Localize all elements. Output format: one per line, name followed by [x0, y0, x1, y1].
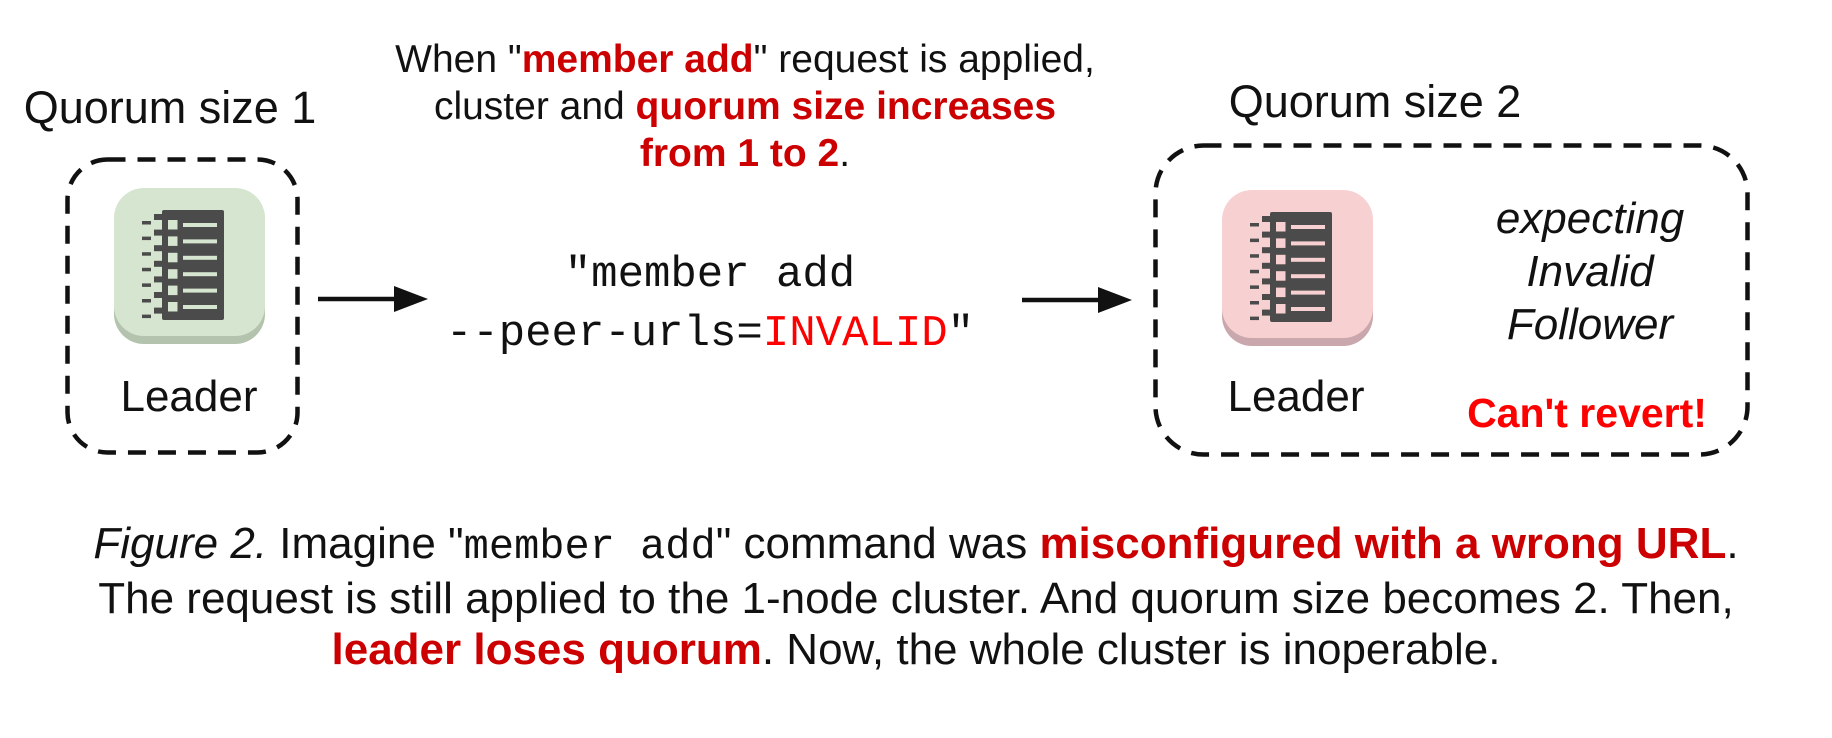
caption-text: " command was [715, 519, 1040, 568]
member-add-command: "member add --peer-urls=INVALID" [410, 246, 1010, 364]
figure-label: Figure 2. [93, 519, 268, 568]
arrow-right-icon [318, 286, 428, 312]
command-peer-urls: --peer-urls= [445, 309, 763, 359]
annotation-text: When " [395, 38, 522, 81]
annotation-text: cluster and [433, 85, 636, 128]
ledger-icon [142, 210, 224, 320]
caption-line-1: Figure 2. Imagine "member add" command w… [0, 518, 1832, 573]
caption-em-misconfigured: misconfigured with a wrong URL [1039, 519, 1727, 568]
left-leader-label: Leader [120, 372, 258, 421]
cant-revert-warning: Can't revert! [1467, 390, 1707, 436]
annotation-em-member-add: member add [521, 38, 754, 81]
ledger-icon [1250, 212, 1332, 322]
caption-text: Imagine " [267, 519, 464, 568]
left-cluster-boundary [65, 157, 300, 455]
leader-node-icon [1222, 190, 1373, 338]
leader-node-icon [114, 188, 265, 336]
caption-text: . [1726, 519, 1739, 568]
right-cluster-boundary [1153, 143, 1750, 457]
caption-mono-member-add: member add [463, 523, 716, 571]
annotation-text: . [839, 132, 851, 175]
annotation-em-from-1-to-2: from 1 to 2 [639, 132, 840, 175]
command-line-2: --peer-urls=INVALID" [410, 305, 1010, 364]
member-add-annotation: When "member add" request is applied, cl… [395, 36, 1095, 177]
expect-line: expecting [1495, 194, 1685, 243]
right-leader-label: Leader [1227, 372, 1365, 421]
caption-em-leader-loses-quorum: leader loses quorum [331, 625, 762, 674]
right-cluster-title: Quorum size 2 [1228, 76, 1522, 127]
caption-text: . Now, the whole cluster is inoperable. [761, 625, 1501, 674]
figure-caption: Figure 2. Imagine "member add" command w… [0, 518, 1832, 675]
annotation-text: " request is applied, [753, 38, 1095, 81]
left-cluster-title: Quorum size 1 [23, 82, 317, 133]
arrow-right-icon [1022, 287, 1132, 313]
caption-line-3: leader loses quorum. Now, the whole clus… [0, 624, 1832, 675]
expecting-invalid-follower-note: expecting Invalid Follower [1440, 192, 1740, 351]
command-closing-quote: " [947, 309, 975, 359]
command-line-1: "member add [564, 250, 856, 300]
annotation-em-quorum: quorum size increases [635, 85, 1057, 128]
expect-line: Follower [1506, 300, 1674, 349]
expect-line: Invalid [1526, 247, 1654, 296]
command-invalid-value: INVALID [762, 309, 948, 359]
caption-line-2: The request is still applied to the 1-no… [98, 574, 1734, 623]
